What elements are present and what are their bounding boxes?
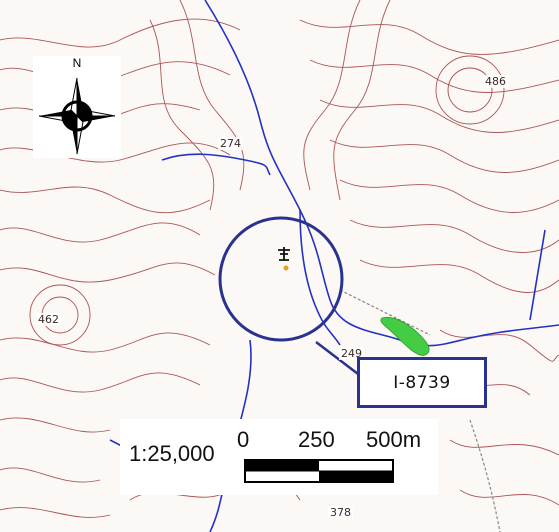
map-symbol-icon [278, 247, 290, 271]
elevation-label-378: 378 [328, 506, 353, 519]
scale-bar-graphic [244, 459, 394, 483]
elevation-label-274: 274 [218, 137, 243, 150]
elevation-label-486: 486 [483, 75, 508, 88]
site-circle [218, 216, 344, 342]
elevation-label-462: 462 [36, 313, 61, 326]
scale-ratio-label: 1:25,000 [129, 441, 215, 466]
compass-rose-icon [38, 77, 116, 155]
scale-tick-250: 250 [298, 427, 335, 452]
scale-tick-0: 0 [237, 427, 250, 452]
north-label: N [72, 56, 82, 70]
north-arrow-compass: N [33, 56, 121, 158]
scale-tick-500: 500m [366, 427, 422, 452]
site-id-label: Ⅰ-8739 [357, 357, 487, 408]
elevation-label-249: 249 [339, 347, 364, 360]
wetland-area [380, 317, 430, 356]
scale-bar-panel: 1:25,000 0 250 500m [120, 419, 438, 495]
